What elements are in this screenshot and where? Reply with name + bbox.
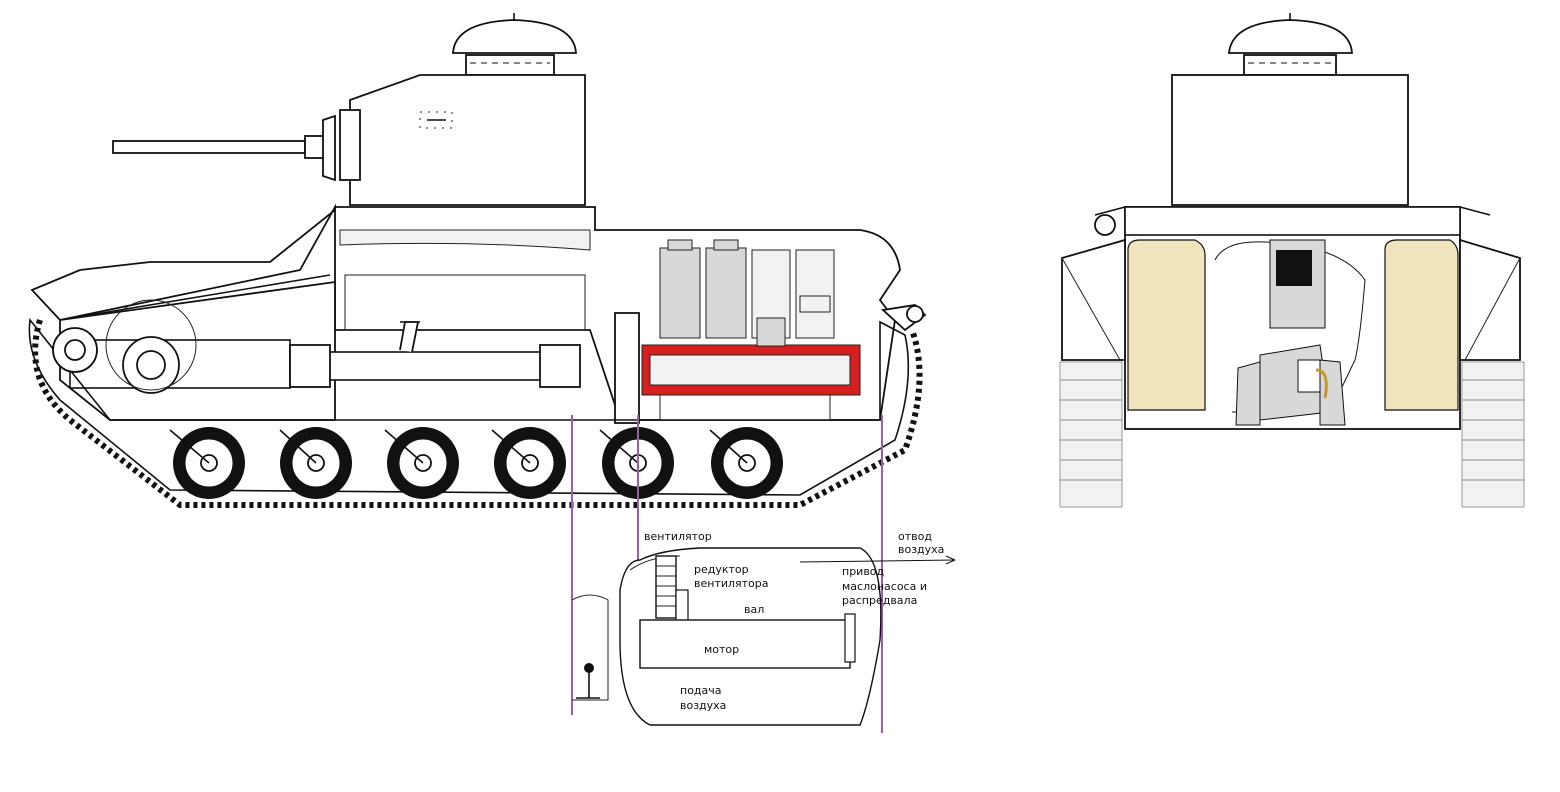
label-shaft: вал: [744, 603, 764, 616]
label-fan-reducer-2: вентилятора: [694, 577, 769, 590]
label-drive-2: маслонасоса и: [842, 580, 927, 593]
engine-cutaway: [641, 239, 861, 421]
label-fan: вентилятор: [644, 530, 712, 543]
lower-hull: [59, 280, 640, 424]
engine-schematic: [571, 547, 956, 726]
fuel-tank-right: [1384, 239, 1459, 411]
label-air-exhaust-2: воздуха: [898, 543, 944, 556]
road-wheels: [169, 427, 783, 499]
label-air-supply-2: воздуха: [680, 699, 726, 712]
track: [28, 318, 923, 508]
label-drive-3: распредвала: [842, 594, 917, 607]
label-air-supply-1: подача: [680, 684, 722, 697]
turret-cupola: [452, 13, 577, 76]
label-fan-reducer-1: редуктор: [694, 563, 749, 576]
turret: [349, 74, 586, 206]
fuel-tank-left: [1127, 239, 1206, 411]
label-air-exhaust-1: отвод: [898, 530, 932, 543]
rear-idler: [881, 304, 927, 332]
turbine-black: [1276, 250, 1312, 286]
label-drive-1: привод: [842, 565, 885, 578]
rear-view: [1059, 13, 1525, 508]
main-gun: [112, 109, 361, 182]
side-view: [28, 13, 927, 508]
label-motor: мотор: [704, 643, 739, 656]
